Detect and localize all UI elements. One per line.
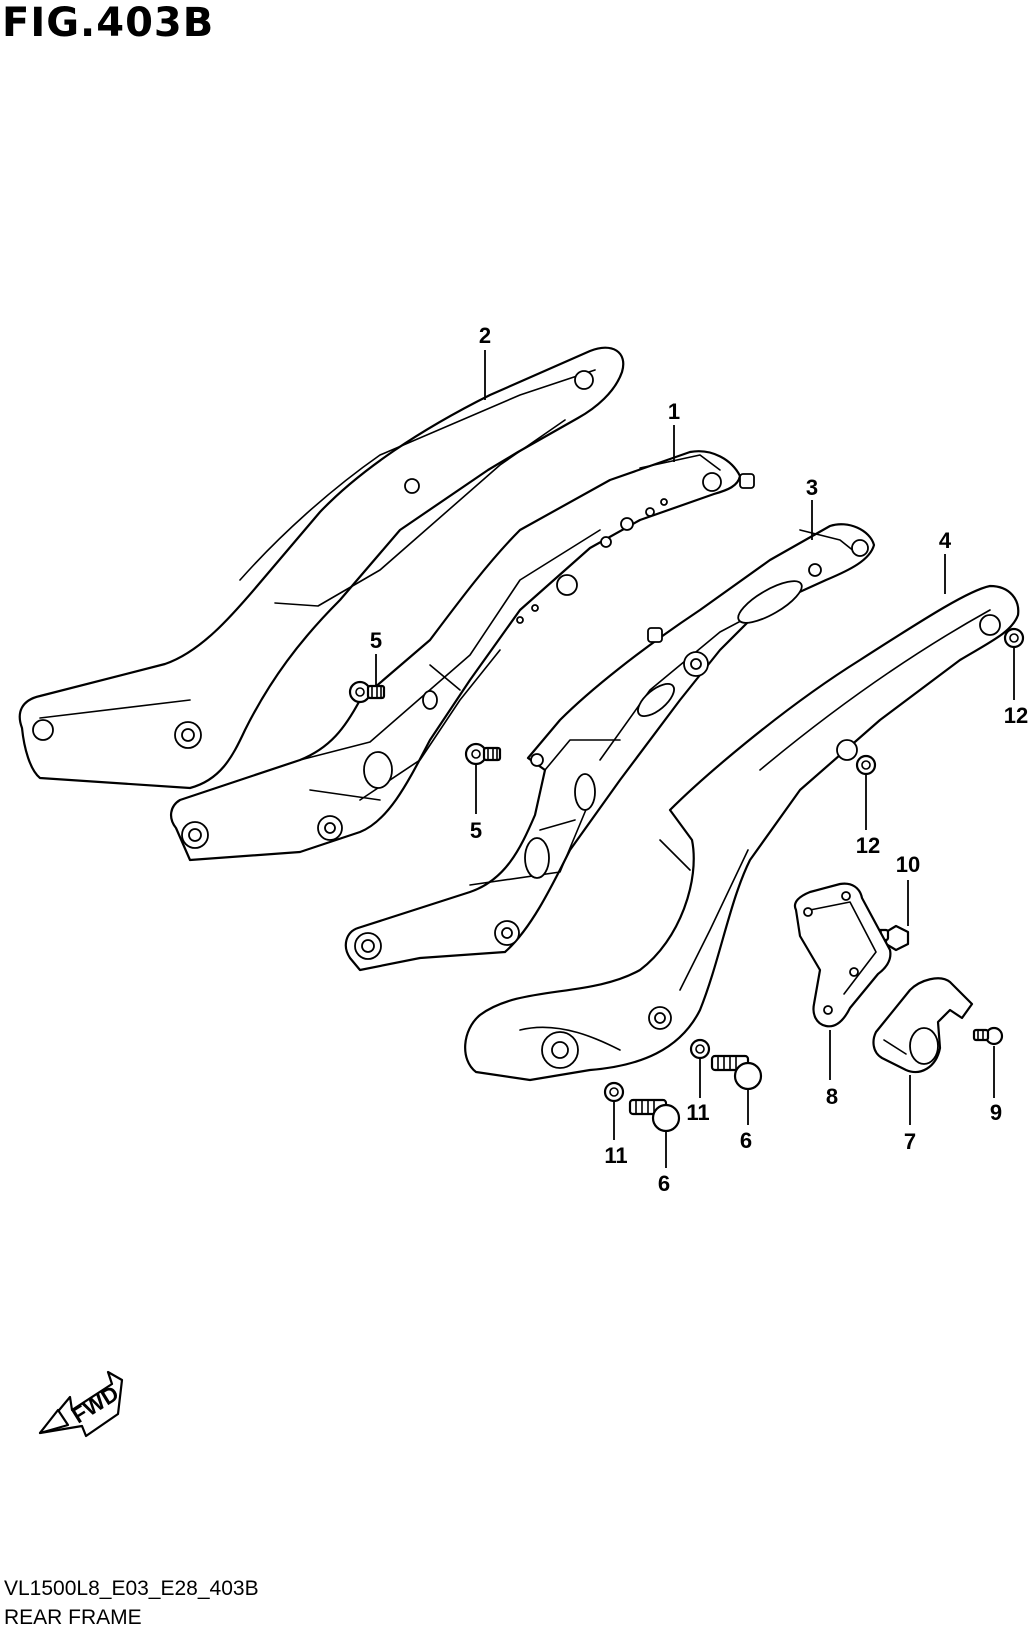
bolt-6-left[interactable] [628, 1098, 681, 1133]
callout-6-right: 6 [740, 1128, 752, 1153]
bolt-5-upper[interactable] [348, 680, 386, 704]
part-1-frame[interactable] [170, 450, 755, 862]
washer-12-right[interactable] [1003, 627, 1025, 649]
washer-12-mid[interactable] [855, 754, 877, 776]
part-4-frame[interactable] [464, 584, 1020, 1082]
callout-5-upper: 5 [370, 628, 382, 653]
part-3-frame[interactable] [344, 523, 876, 972]
callout-3: 3 [806, 475, 818, 500]
callout-10: 10 [896, 852, 920, 877]
callout-9: 9 [990, 1100, 1002, 1125]
figure-name: REAR FRAME [4, 1606, 142, 1629]
callout-4: 4 [939, 528, 952, 553]
bolt-6-right[interactable] [710, 1054, 763, 1091]
block-7[interactable] [872, 977, 974, 1074]
callout-8: 8 [826, 1084, 838, 1109]
bracket-8[interactable] [793, 882, 892, 1028]
bolt-5-lower[interactable] [464, 742, 502, 766]
callout-12-mid: 12 [856, 833, 880, 858]
figure-title: FIG.403B [2, 0, 215, 46]
callout-6-left: 6 [658, 1171, 670, 1196]
callout-5-lower: 5 [470, 818, 482, 843]
forward-arrow-icon: FWD [38, 1370, 123, 1438]
callout-1: 1 [668, 399, 680, 424]
callout-2: 2 [479, 323, 491, 348]
screw-9[interactable] [972, 1026, 1004, 1046]
callout-11-left: 11 [604, 1143, 627, 1168]
part-2-frame[interactable] [18, 346, 625, 790]
callout-11-right: 11 [686, 1100, 709, 1125]
washer-11-right[interactable] [689, 1038, 711, 1060]
washer-11-left[interactable] [603, 1081, 625, 1103]
callout-7: 7 [904, 1129, 916, 1154]
callout-12-right: 12 [1004, 703, 1028, 728]
figure-code: VL1500L8_E03_E28_403B [4, 1577, 259, 1600]
